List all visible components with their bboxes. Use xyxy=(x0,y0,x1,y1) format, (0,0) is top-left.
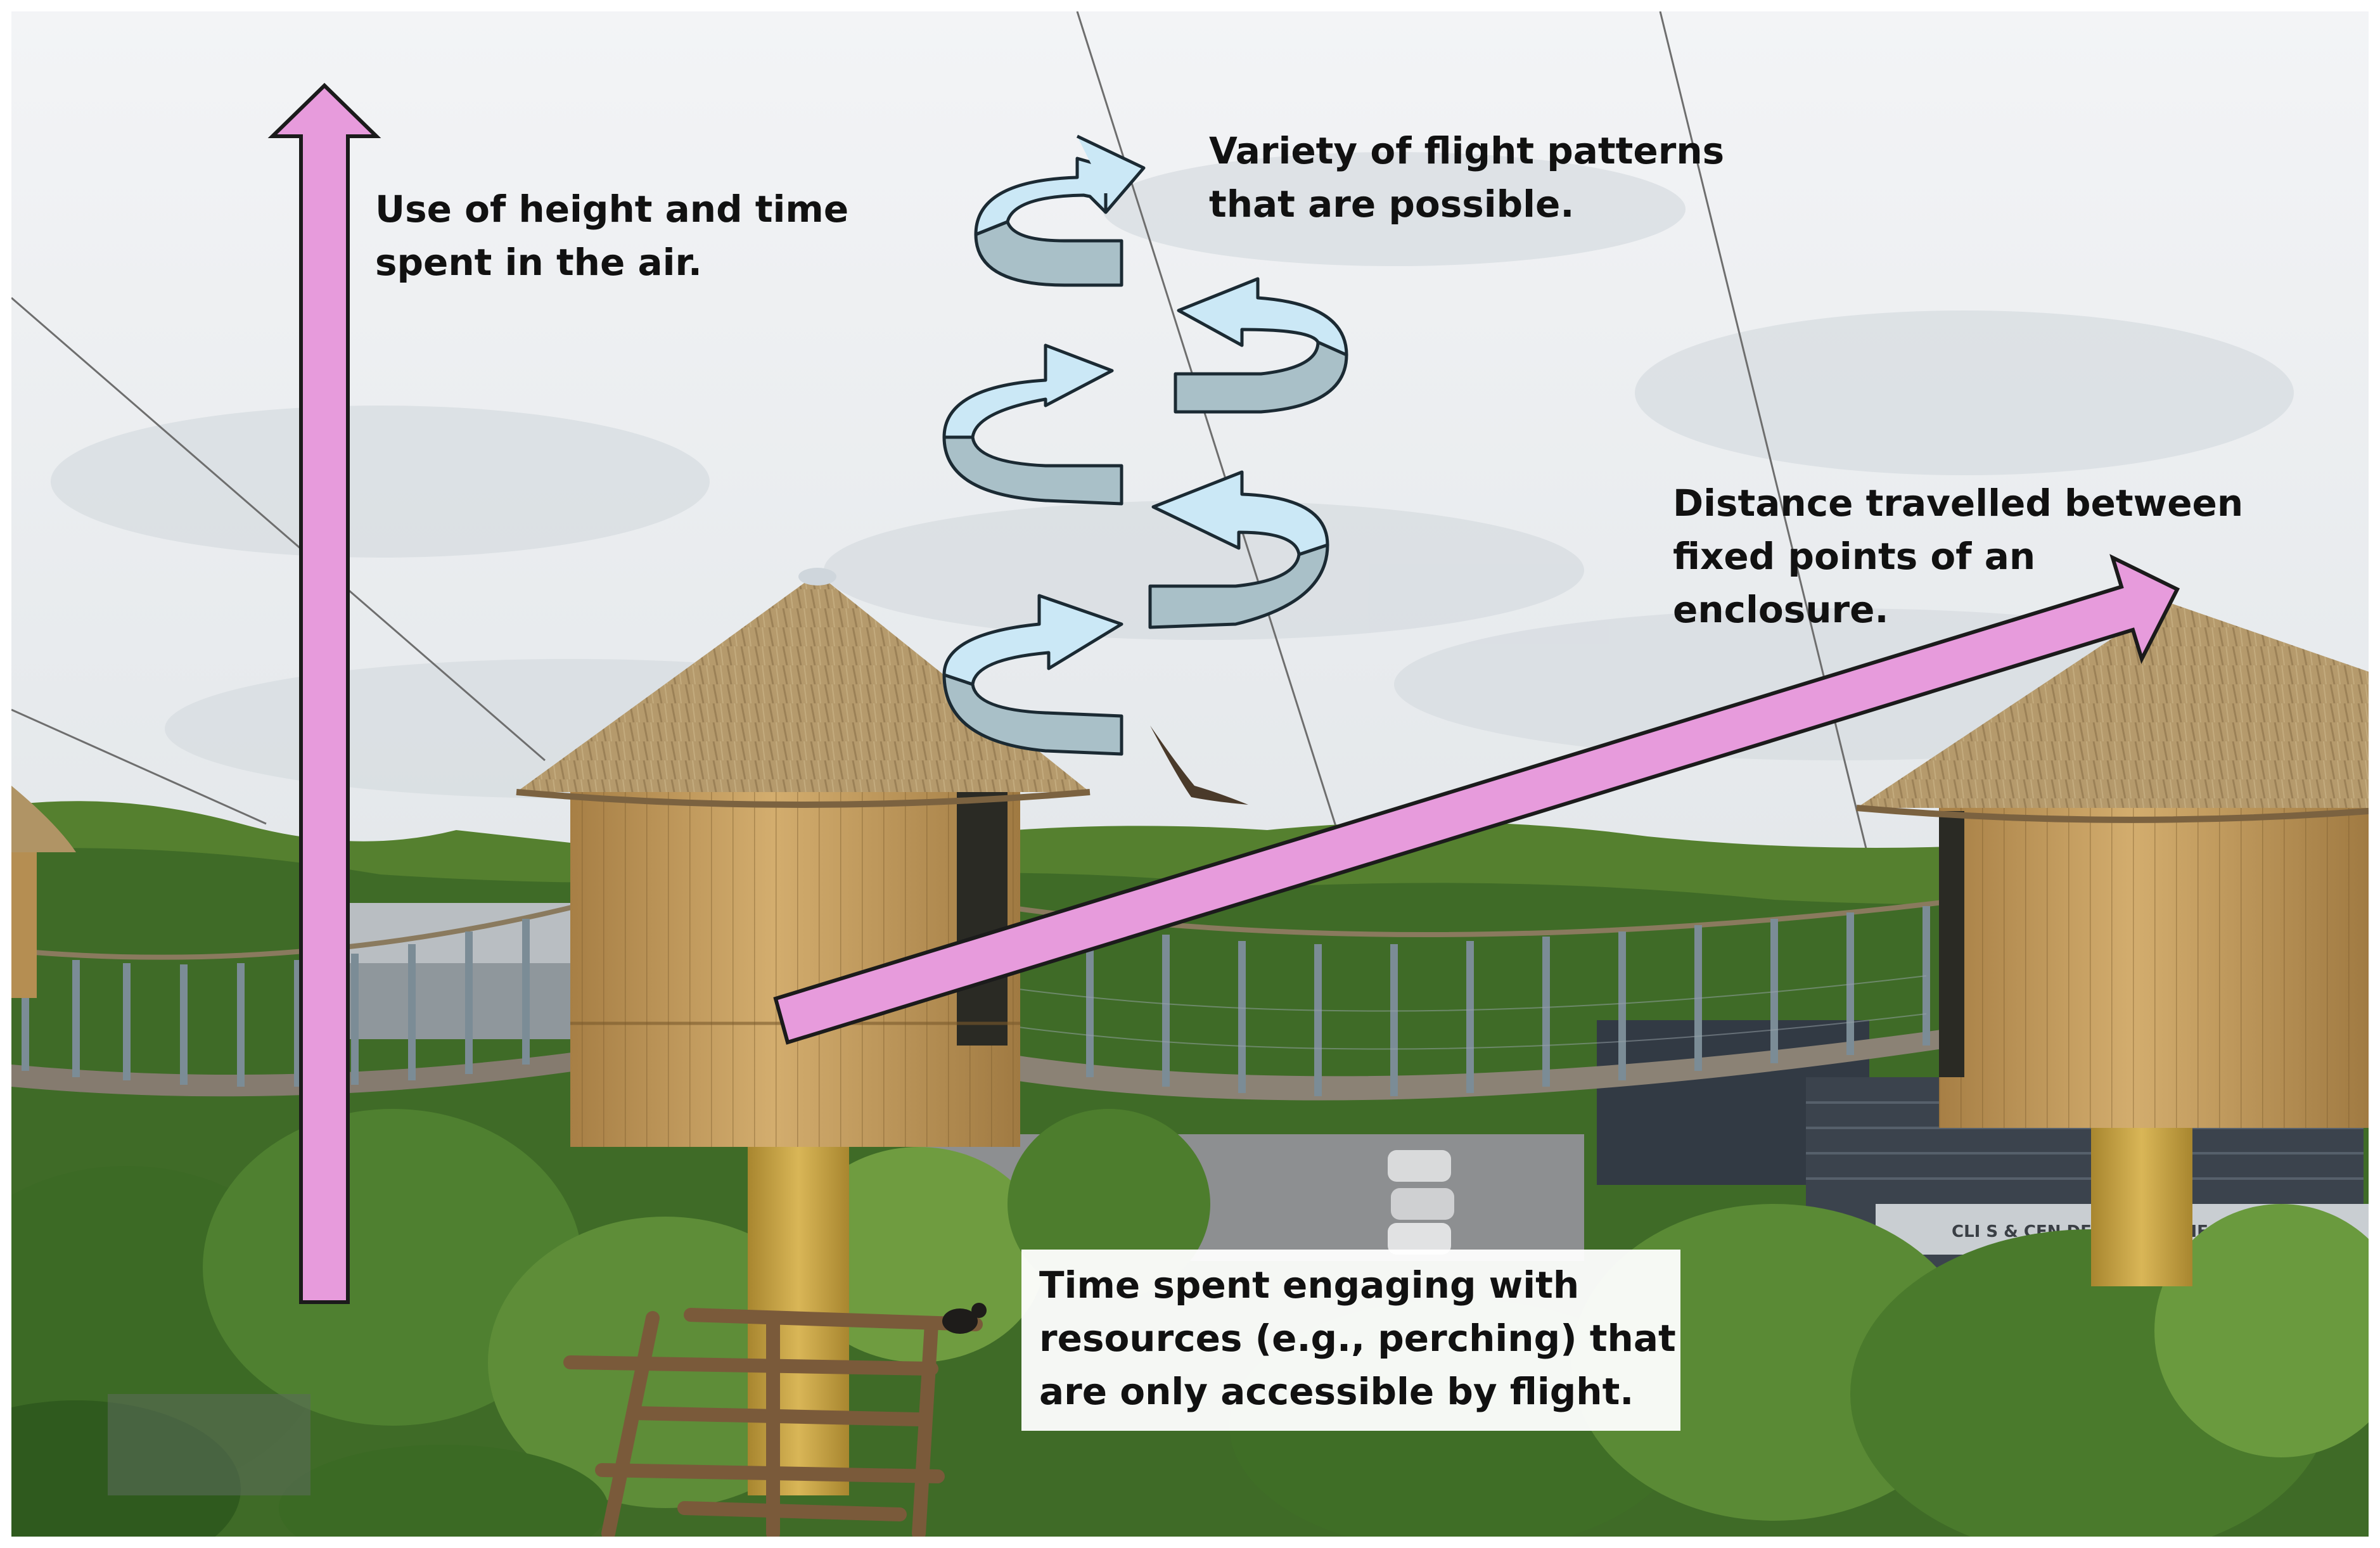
resources-annotation-line-2: resources (e.g., perching) that xyxy=(1039,1317,1676,1360)
resources-annotation-line-1: Time spent engaging with xyxy=(1039,1263,1580,1307)
distance-annotation: Distance travelled between fixed points … xyxy=(1673,477,2243,636)
flight-patterns-annotation-line-2: that are possible. xyxy=(1209,182,1575,226)
center-hut xyxy=(516,568,1091,1495)
resources-annotation-line-3: are only accessible by flight. xyxy=(1039,1370,1634,1413)
middle-bridge xyxy=(956,897,1965,1101)
distance-annotation-line-3: enclosure. xyxy=(1673,588,1889,631)
resources-annotation-box: Time spent engaging with resources (e.g.… xyxy=(1021,1250,1680,1431)
left-bridge xyxy=(11,904,577,1097)
flight-patterns-annotation-line-1: Variety of flight patterns xyxy=(1209,129,1725,172)
right-hut xyxy=(1856,602,2370,1286)
flight-pattern-swirls xyxy=(942,134,1348,756)
distance-annotation-line-2: fixed points of an xyxy=(1673,535,2036,578)
distance-annotation-line-1: Distance travelled between xyxy=(1673,482,2244,525)
height-annotation-line-2: spent in the air. xyxy=(375,241,702,284)
flight-patterns-annotation: Variety of flight patterns that are poss… xyxy=(1209,124,1724,231)
wooden-perch-structure xyxy=(563,1308,983,1540)
swirl-arrow-1 xyxy=(974,134,1146,287)
vertical-height-arrow xyxy=(267,82,381,1304)
swirl-arrow-3 xyxy=(942,343,1123,506)
parked-cars xyxy=(1388,1150,1454,1255)
swirl-arrow-4 xyxy=(1148,470,1329,629)
left-edge-hut xyxy=(11,786,76,998)
height-annotation: Use of height and time spent in the air. xyxy=(375,182,848,289)
diagonal-distance-arrow xyxy=(773,554,2180,1045)
height-annotation-line-1: Use of height and time xyxy=(375,188,849,231)
net-cables xyxy=(11,11,1877,888)
flying-bird xyxy=(1150,726,1248,805)
swirl-arrow-2 xyxy=(1174,277,1348,414)
perched-bird xyxy=(942,1303,987,1334)
swirl-arrow-5 xyxy=(942,594,1123,756)
